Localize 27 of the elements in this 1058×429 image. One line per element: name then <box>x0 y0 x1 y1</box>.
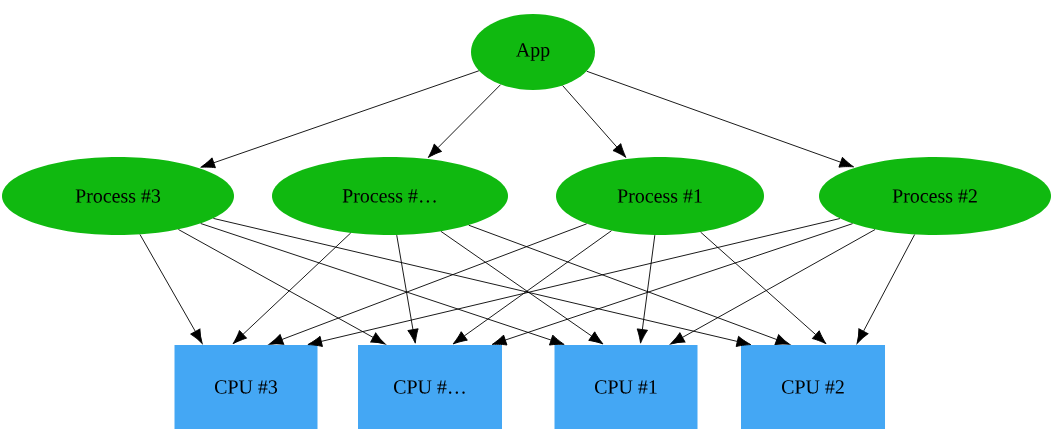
arrow <box>232 232 352 345</box>
arrow <box>212 217 752 347</box>
arrow <box>139 234 203 344</box>
arrow <box>700 231 827 345</box>
arrow <box>268 223 588 345</box>
arrow <box>468 224 791 345</box>
arrow <box>670 229 876 345</box>
arrow <box>396 234 419 344</box>
arrow <box>177 229 386 345</box>
arrow <box>427 84 502 158</box>
cpu-box: CPU #1 <box>554 345 698 429</box>
arrow <box>200 223 565 346</box>
ellipse-node: Process #… <box>272 157 508 235</box>
arrow <box>636 234 656 344</box>
ellipse-node: App <box>471 14 595 90</box>
cpu-box: CPU #2 <box>741 345 885 429</box>
arrow <box>856 234 916 344</box>
ellipse-node: Process #1 <box>556 157 764 235</box>
arrow <box>200 70 480 169</box>
arrow <box>491 223 854 346</box>
ellipse-node: Process #3 <box>2 157 234 235</box>
arrow <box>307 218 841 347</box>
arrow <box>562 85 627 158</box>
ellipse-node: Process #2 <box>819 157 1051 235</box>
arrow <box>586 70 855 168</box>
cpu-box: CPU #… <box>358 345 502 429</box>
cpu-box: CPU #3 <box>174 345 318 429</box>
